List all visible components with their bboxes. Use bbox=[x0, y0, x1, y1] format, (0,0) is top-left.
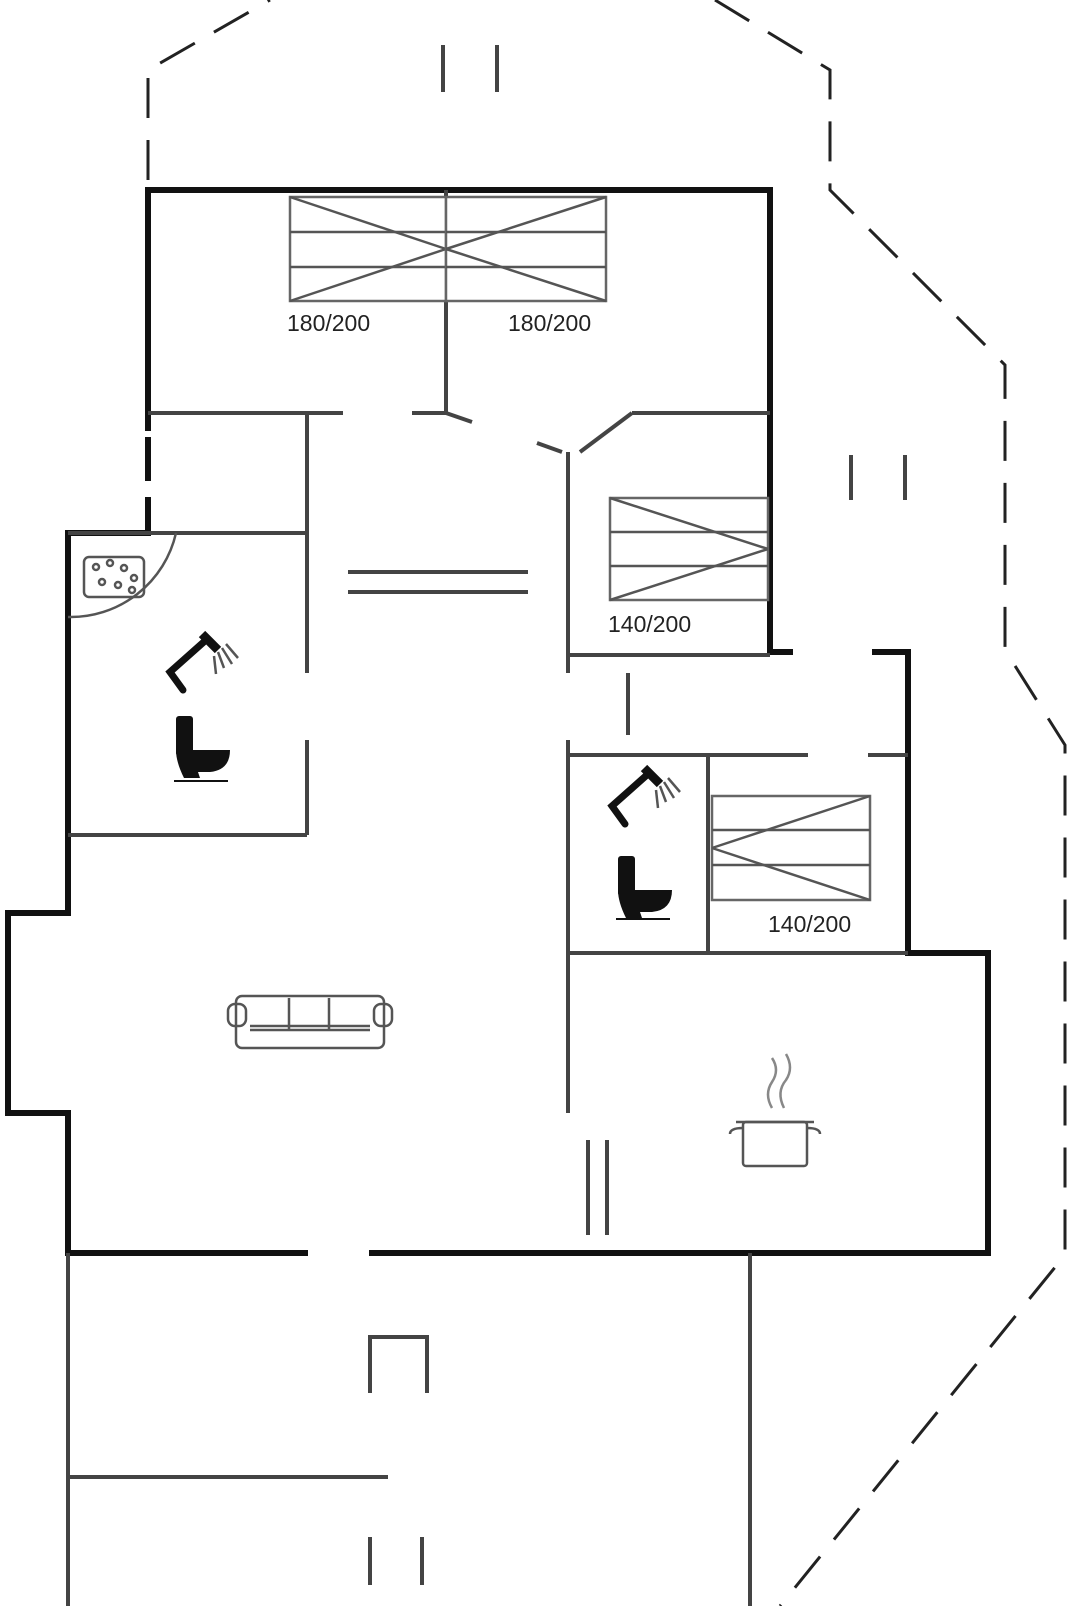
bed-4-label: 140/200 bbox=[768, 911, 851, 937]
sofa-icon bbox=[226, 994, 394, 1050]
pillar-marks bbox=[368, 45, 907, 1585]
interior-walls bbox=[66, 190, 908, 1606]
bed-3: 140/200 bbox=[608, 496, 770, 637]
cooking-pot-icon bbox=[728, 1053, 822, 1168]
hot-tub-icon bbox=[67, 532, 178, 619]
bed-3-label: 140/200 bbox=[608, 611, 691, 637]
bed-4: 140/200 bbox=[710, 794, 872, 937]
shower-icon bbox=[165, 630, 239, 694]
bed-1-label: 180/200 bbox=[287, 310, 370, 336]
exterior-walls bbox=[5, 187, 991, 1256]
toilet-icon bbox=[616, 856, 672, 920]
shower-icon bbox=[607, 764, 681, 828]
bed-2-label: 180/200 bbox=[508, 310, 591, 336]
toilet-icon bbox=[174, 716, 230, 782]
bed-1: 180/200 bbox=[287, 195, 448, 336]
bed-2: 180/200 bbox=[444, 195, 608, 336]
terrace-outline bbox=[66, 0, 1067, 1606]
